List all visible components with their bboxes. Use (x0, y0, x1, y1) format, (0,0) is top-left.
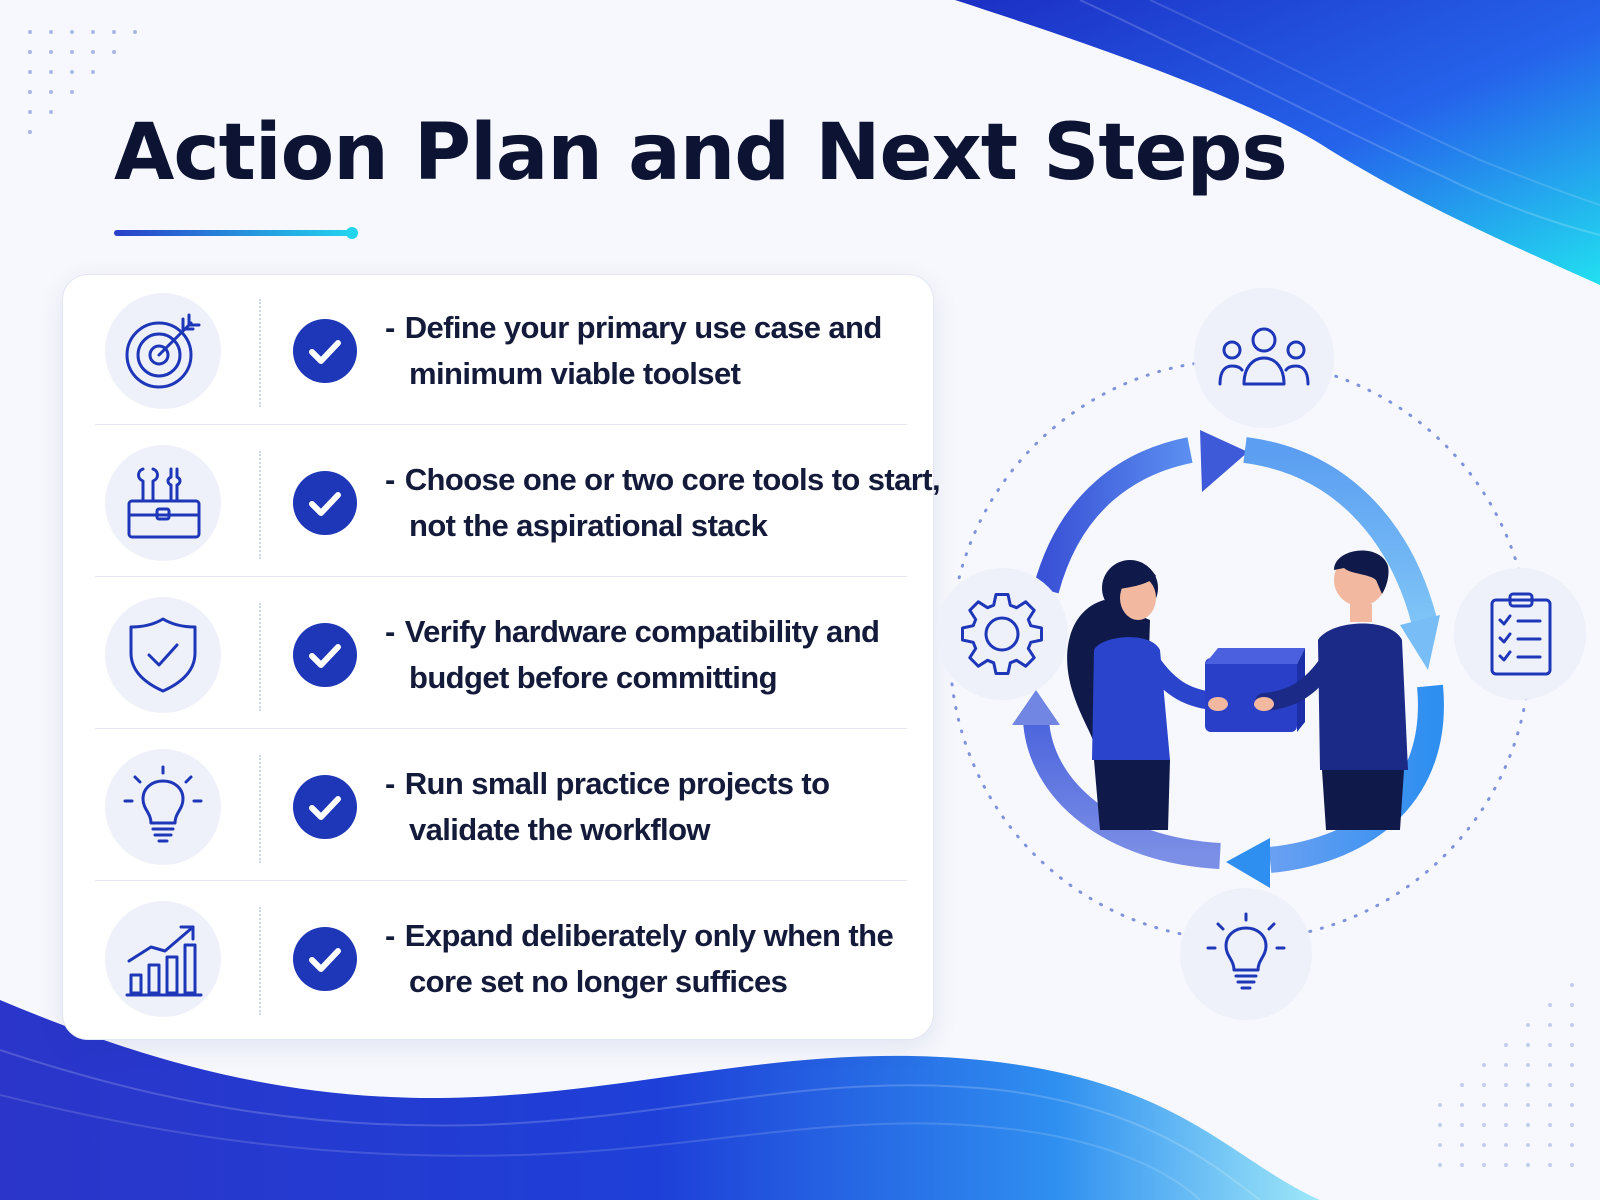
step-text-line-2: not the aspirational stack (409, 508, 768, 543)
row-divider (95, 576, 907, 577)
step-row-2: -Choose one or two core tools to start, … (63, 427, 941, 577)
cycle-node-circle (1180, 888, 1312, 1020)
step-icon-circle (105, 597, 221, 713)
step-text-line-1: Define your primary use case and (404, 310, 883, 345)
row-divider (95, 880, 907, 881)
step-text-line-1: Verify hardware compatibility and (404, 614, 880, 649)
row-separator (259, 603, 261, 711)
check-icon (293, 927, 357, 991)
row-divider (95, 424, 907, 425)
cycle-illustration (936, 288, 1586, 1020)
target-icon (125, 313, 201, 389)
cycle-node-circle (936, 568, 1068, 700)
step-text-line-1: Choose one or two core tools to start, (404, 462, 941, 497)
bullet-dash: - (385, 614, 395, 649)
step-icon-circle (105, 445, 221, 561)
lightbulb-icon (123, 765, 203, 843)
lightbulb-icon (1206, 912, 1286, 990)
step-text: -Define your primary use case and minimu… (385, 305, 925, 397)
step-icon-circle (105, 293, 221, 409)
row-separator (259, 299, 261, 407)
step-row-5: -Expand deliberately only when the core … (63, 883, 933, 1033)
row-separator (259, 907, 261, 1015)
step-text: -Choose one or two core tools to start, … (385, 457, 941, 549)
gear-icon (961, 593, 1043, 675)
step-text-line-2: validate the workflow (409, 812, 711, 847)
clipboard-checklist-icon (1490, 592, 1552, 676)
check-icon (293, 471, 357, 535)
step-text-line-1: Run small practice projects to (404, 766, 830, 801)
step-row-1: -Define your primary use case and minimu… (63, 275, 933, 425)
bullet-dash: - (385, 310, 395, 345)
step-text: -Verify hardware compatibility and budge… (385, 609, 925, 701)
toolbox-icon (127, 467, 201, 539)
step-icon-circle (105, 901, 221, 1017)
row-separator (259, 451, 261, 559)
step-text-line-2: minimum viable toolset (409, 356, 741, 391)
step-icon-circle (105, 749, 221, 865)
row-divider (95, 728, 907, 729)
growth-chart-icon (125, 925, 203, 997)
step-row-3: -Verify hardware compatibility and budge… (63, 579, 933, 729)
step-text-line-2: core set no longer suffices (409, 964, 788, 999)
title-underline-dot (346, 227, 358, 239)
shield-check-icon (129, 617, 197, 693)
check-icon (293, 319, 357, 383)
check-icon (293, 623, 357, 687)
title-underline (114, 230, 350, 236)
page-title: Action Plan and Next Steps (114, 108, 1288, 198)
bullet-dash: - (385, 462, 395, 497)
team-icon (1218, 327, 1310, 386)
illustration-two-people-handing-box (1067, 550, 1408, 830)
bullet-dash: - (385, 766, 395, 801)
step-text-line-2: budget before committing (409, 660, 778, 695)
row-separator (259, 755, 261, 863)
step-text: -Expand deliberately only when the core … (385, 913, 925, 1005)
bullet-dash: - (385, 918, 395, 953)
steps-card: -Define your primary use case and minimu… (62, 274, 941, 1040)
step-text-line-1: Expand deliberately only when the (404, 918, 894, 953)
step-text: -Run small practice projects to validate… (385, 761, 925, 853)
cycle-node-circle (1454, 568, 1586, 700)
step-row-4: -Run small practice projects to validate… (63, 731, 933, 881)
check-icon (293, 775, 357, 839)
